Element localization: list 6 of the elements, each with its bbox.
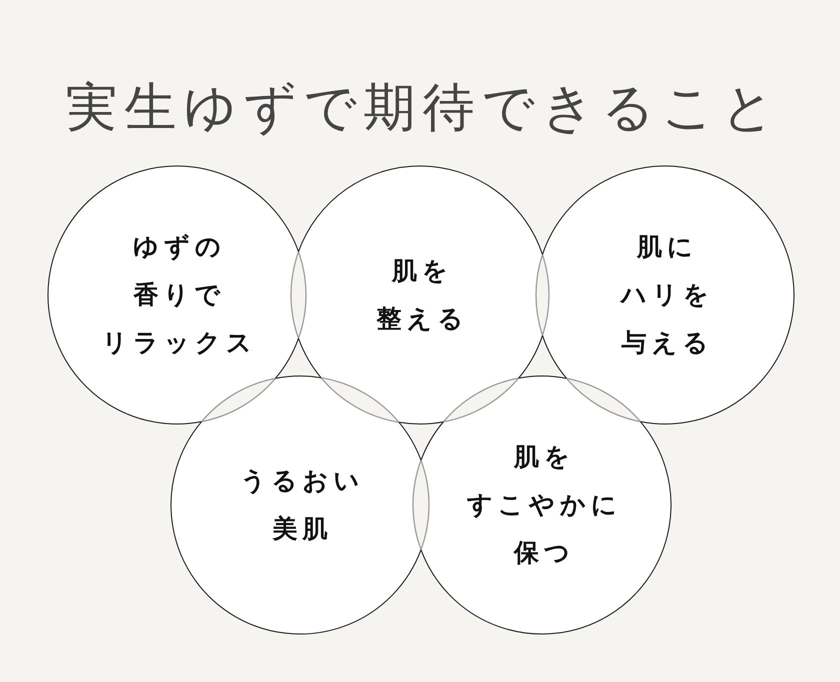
- circle-label: ゆずの香りでリラックス: [101, 231, 257, 359]
- circle-label: 肌を整える: [376, 255, 468, 335]
- circle-label: 肌にハリを与える: [618, 231, 714, 359]
- circle-label: うるおい美肌: [240, 465, 364, 545]
- title: 実生ゆずで期待できること: [64, 77, 782, 140]
- circle-label: 肌をすこやかに保つ: [466, 441, 622, 569]
